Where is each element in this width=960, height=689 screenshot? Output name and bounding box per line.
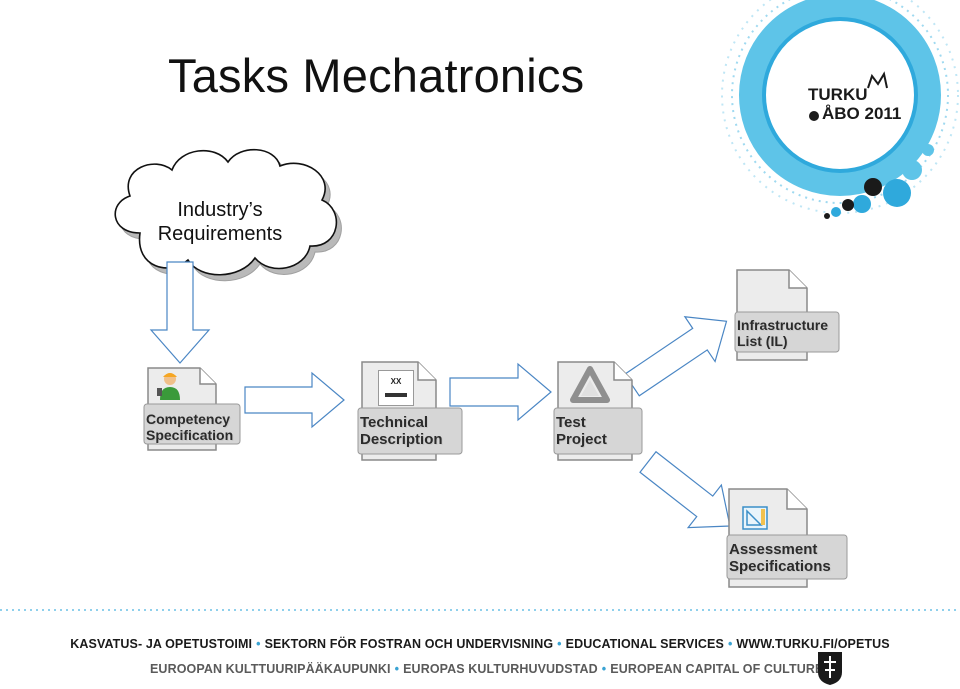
footer-part-en: EDUCATIONAL SERVICES bbox=[565, 637, 724, 651]
footer-capital-of-culture-line: EUROOPAN KULTTUURIPÄÄKAUPUNKI•EUROPAS KU… bbox=[150, 662, 823, 676]
arrow-down-cloud-to-competency bbox=[149, 261, 211, 364]
arrow-technical-to-test bbox=[449, 362, 552, 422]
assessment-label-line2: Specifications bbox=[729, 558, 831, 575]
cloud-label: Industry’s Requirements bbox=[120, 198, 320, 246]
worker-icon bbox=[157, 373, 180, 400]
arrow-test-to-assessment bbox=[639, 450, 731, 529]
document-page-shape bbox=[726, 488, 848, 588]
arrow-competency-to-technical bbox=[244, 371, 345, 429]
logo-line2: ÅBO 2011 bbox=[822, 104, 902, 123]
document-page-shape bbox=[553, 361, 643, 461]
footer-separator: • bbox=[727, 637, 733, 651]
technical-label: Technical Description bbox=[360, 414, 443, 448]
slide-title: Tasks Mechatronics bbox=[168, 49, 585, 102]
footer-separator: • bbox=[557, 637, 562, 651]
document-technical-description: XX Technical Description bbox=[356, 360, 466, 464]
assessment-label-line1: Assessment bbox=[729, 541, 818, 558]
footer-website-link[interactable]: WWW.TURKU.FI/OPETUS bbox=[736, 637, 890, 651]
cloud-label-line2: Requirements bbox=[157, 223, 283, 245]
turku-logo bbox=[690, 0, 960, 250]
technical-label-line2: Description bbox=[360, 431, 443, 448]
logo-wordmark: TURKU ÅBO 2011 bbox=[808, 85, 901, 123]
document-page-shape bbox=[734, 269, 840, 361]
test-label-line2: Project bbox=[556, 431, 607, 448]
infrastructure-label-line1: Infrastructure bbox=[737, 317, 829, 333]
footer-capital-sv: EUROPAS KULTURHUVUDSTAD bbox=[403, 662, 598, 676]
test-label: Test Project bbox=[556, 414, 607, 448]
competency-label-line2: Specification bbox=[146, 427, 234, 443]
schematic-icon: XX bbox=[378, 370, 414, 406]
footer-part-sv: SEKTORN FÖR FOSTRAN OCH UNDERVISNING bbox=[264, 637, 554, 651]
footer-dotted-rule bbox=[0, 609, 960, 611]
footer-capital-fi: EUROOPAN KULTTUURIPÄÄKAUPUNKI bbox=[150, 662, 391, 676]
industry-cloud bbox=[114, 148, 342, 282]
logo-line1: TURKU bbox=[808, 85, 868, 104]
arrow-test-to-infrastructure bbox=[623, 316, 728, 397]
document-competency-specification: Competency Specification bbox=[142, 366, 242, 454]
competency-label: Competency Specification bbox=[146, 411, 233, 443]
infrastructure-label-line2: List (IL) bbox=[737, 333, 788, 349]
assessment-label: Assessment Specifications bbox=[729, 541, 831, 575]
penrose-triangle-icon bbox=[570, 366, 610, 403]
cloud-label-line1: Industry’s bbox=[177, 199, 263, 221]
footer-capital-en: EUROPEAN CAPITAL OF CULTURE bbox=[610, 662, 824, 676]
footer-separator: • bbox=[601, 662, 607, 676]
document-assessment-specifications: Assessment Specifications bbox=[725, 487, 851, 591]
footer-organisation-line: KASVATUS- JA OPETUSTOIMI•SEKTORN FÖR FOS… bbox=[0, 637, 960, 651]
technical-label-line1: Technical bbox=[360, 414, 429, 431]
logo-ring-graphic bbox=[721, 0, 959, 219]
footer-separator: • bbox=[256, 637, 261, 651]
competency-label-line1: Competency bbox=[146, 411, 231, 427]
document-infrastructure-list: Infrastructure List (IL) bbox=[733, 268, 843, 364]
schematic-icon-text: XX bbox=[390, 377, 402, 386]
test-label-line1: Test bbox=[556, 414, 586, 431]
footer-separator: • bbox=[394, 662, 400, 676]
infrastructure-label: Infrastructure List (IL) bbox=[737, 317, 828, 349]
footer-part-fi: KASVATUS- JA OPETUSTOIMI bbox=[70, 637, 253, 651]
turku-crest-icon bbox=[818, 652, 842, 685]
ruler-triangle-icon bbox=[742, 506, 768, 530]
document-test-project: Test Project bbox=[552, 360, 652, 464]
